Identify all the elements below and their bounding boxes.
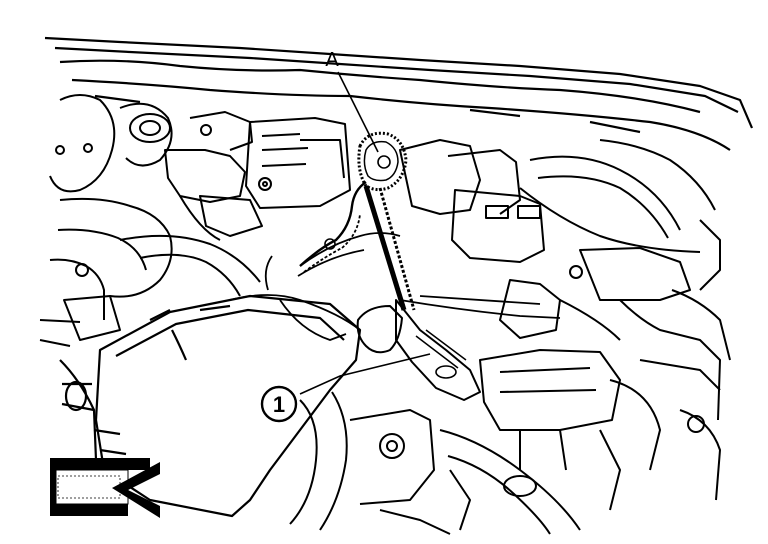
right-components [499, 219, 731, 511]
leader-line-1 [299, 353, 431, 395]
callout-a-label: A [325, 49, 339, 71]
leader-line-a [337, 71, 379, 153]
wire-harness [229, 232, 561, 341]
front-direction-arrow-icon [50, 458, 160, 518]
callout-1-label: 1 [273, 392, 285, 417]
centre-connectors [399, 139, 716, 263]
cowl-panel [44, 36, 754, 151]
engine-lower [289, 349, 621, 535]
left-components [39, 94, 261, 347]
callout-1-circle [260, 385, 298, 423]
callout-1: 1 [260, 385, 298, 423]
leader-lines [299, 71, 431, 395]
fuse-box [199, 117, 351, 237]
oil-level-gauge [299, 131, 481, 401]
